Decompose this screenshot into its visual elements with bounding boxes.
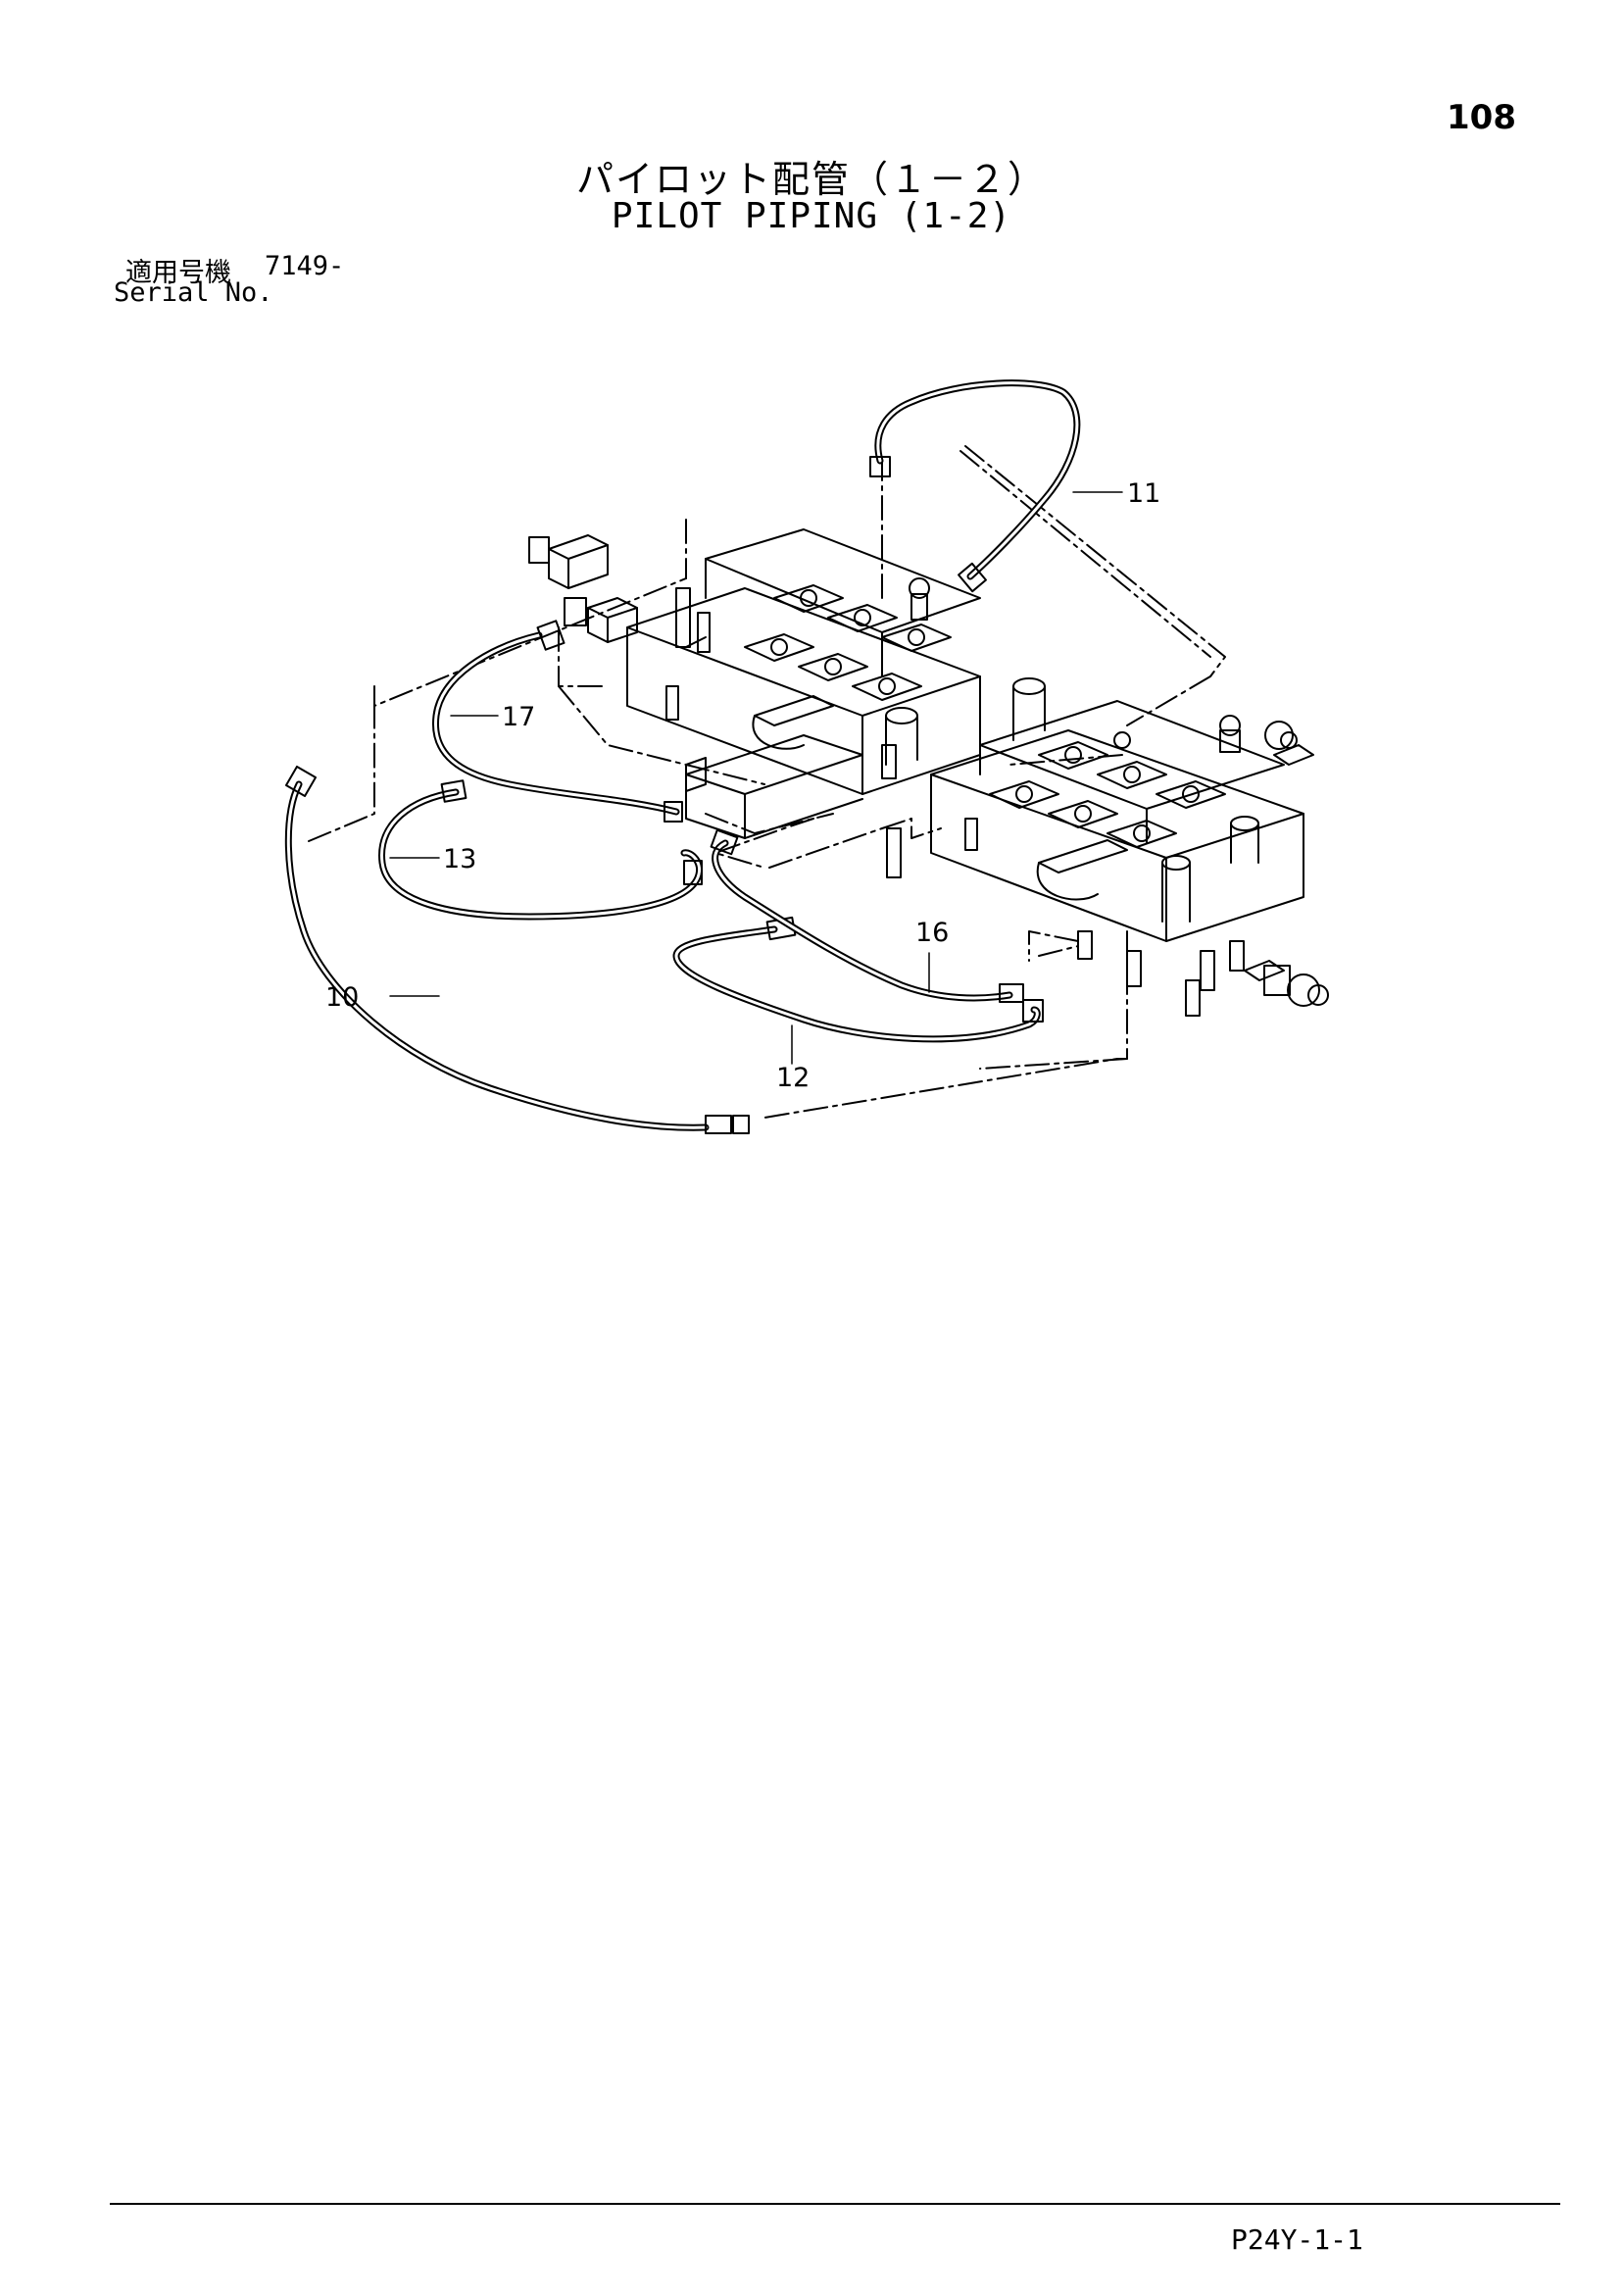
leader-lines <box>389 491 1123 1065</box>
callout-12: 12 <box>776 1063 810 1093</box>
callout-16: 16 <box>915 918 949 948</box>
dashed-connection-lines <box>308 445 1226 1119</box>
footer-page-code: P24Y-1-1 <box>1231 2223 1363 2256</box>
callout-10: 10 <box>325 982 359 1013</box>
serial-label-japanese: 適用号機 <box>125 258 231 288</box>
page-title-english: PILOT PIPING (1-2) <box>611 196 1012 236</box>
hose-17 <box>431 620 683 823</box>
control-valve-right <box>885 677 1329 1017</box>
hose-12 <box>672 916 1044 1043</box>
hose-13 <box>378 779 703 921</box>
callout-11: 11 <box>1127 478 1160 509</box>
callout-13: 13 <box>443 844 476 874</box>
callout-17: 17 <box>502 702 535 732</box>
page-title-japanese: パイロット配管（１－２） <box>575 158 1047 201</box>
hose-10 <box>284 765 750 1134</box>
hose-16 <box>710 828 1024 1003</box>
serial-number: 7149- <box>265 251 345 281</box>
page-number: 108 <box>1447 98 1516 137</box>
control-valve-left <box>528 528 981 839</box>
serial-label-english: Serial No. <box>114 277 273 308</box>
footer-divider <box>110 2203 1560 2205</box>
hose-11 <box>869 379 1081 593</box>
